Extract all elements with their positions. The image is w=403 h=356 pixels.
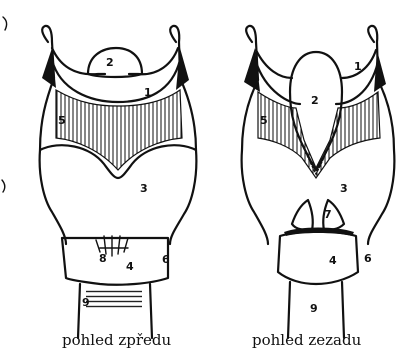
label-1: 1 [354,60,362,73]
label-9: 9 [82,296,90,309]
label-2: 2 [106,56,114,69]
label-7: 7 [324,208,332,221]
back-view: 1 2 5 3 7 4 6 9 pohled zezadu [242,26,395,349]
label-6: 6 [162,253,170,266]
cricoid-cartilage [62,238,168,285]
label-3: 3 [340,182,348,195]
label-6: 6 [364,252,372,265]
label-1: 1 [144,86,152,99]
label-3: 3 [140,182,148,195]
label-4: 4 [329,254,337,267]
label-5: 5 [58,114,66,127]
front-view-caption: pohled zpředu [62,331,171,349]
cricoid-cartilage [278,232,358,285]
label-2: 2 [311,94,319,107]
epiglottis-tip [88,48,142,77]
label-5: 5 [260,114,268,127]
scan-artifact [2,180,5,192]
label-9: 9 [310,302,318,315]
front-view: 2 1 5 3 8 4 6 9 pohled zpředu [40,26,197,349]
hyoid-bone [52,48,180,102]
label-4: 4 [126,260,134,273]
tracheal-rings [86,290,142,308]
label-8: 8 [99,252,107,265]
back-view-caption: pohled zezadu [252,331,362,349]
arytenoid-left [292,200,313,230]
scan-artifact [3,17,7,30]
